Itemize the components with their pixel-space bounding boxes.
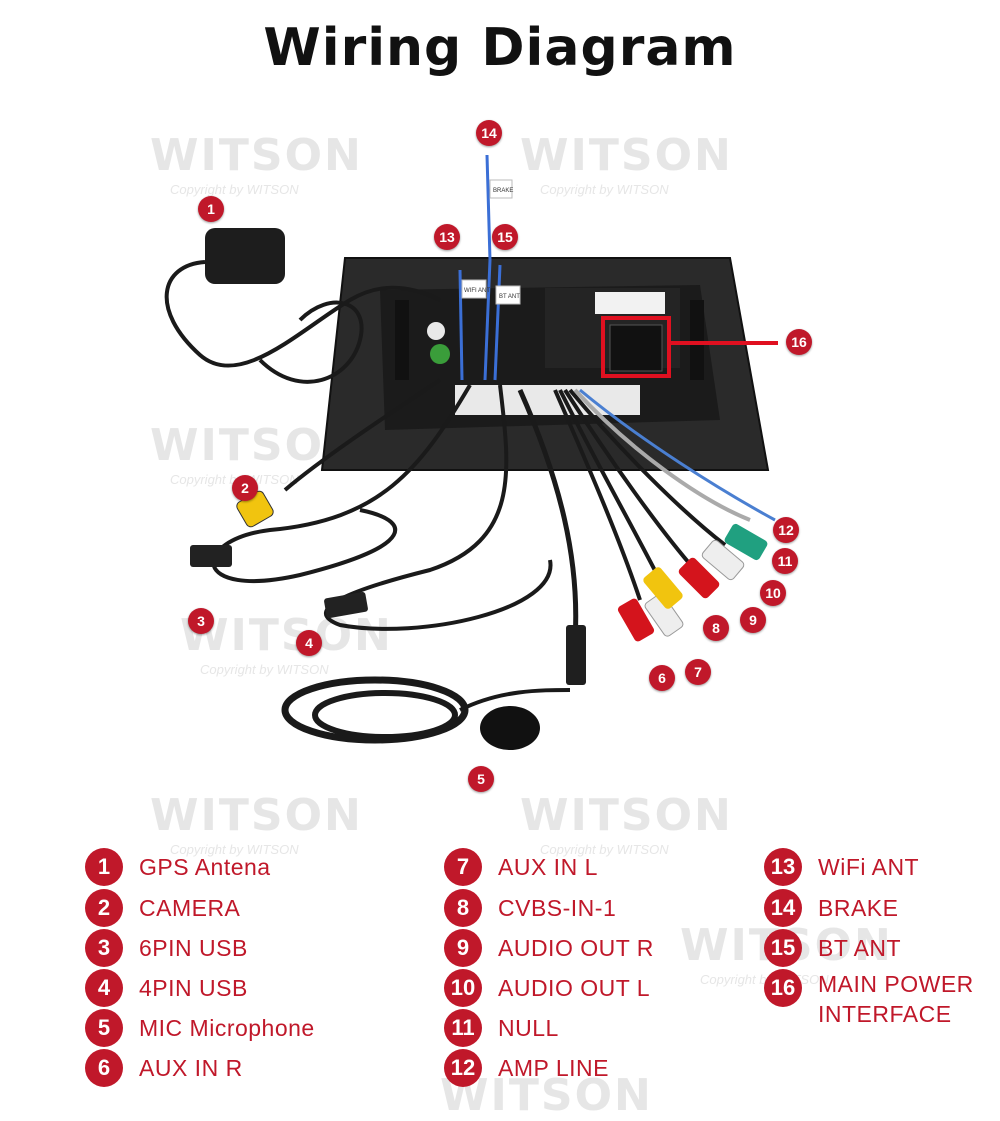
legend-number: 16 <box>764 969 802 1007</box>
legend-number: 12 <box>444 1049 482 1087</box>
watermark: WITSON <box>520 130 733 181</box>
watermark: WITSON <box>520 790 733 841</box>
callout-badge-8: 8 <box>703 615 729 641</box>
legend-label: CVBS-IN-1 <box>498 895 617 921</box>
callout-badge-14: 14 <box>476 120 502 146</box>
legend-item: 4 4PIN USB <box>85 969 248 1007</box>
legend-label: BT ANT <box>818 935 902 961</box>
legend-label: CAMERA <box>139 895 241 921</box>
legend-label: AUX IN R <box>139 1055 243 1081</box>
legend-item: 15 BT ANT <box>764 929 901 967</box>
legend-number: 5 <box>85 1009 123 1047</box>
callout-badge-2: 2 <box>232 475 258 501</box>
callout-badge-6: 6 <box>649 665 675 691</box>
callout-badge-1: 1 <box>198 196 224 222</box>
legend-item: 1 GPS Antena <box>85 848 271 886</box>
legend-item: 3 6PIN USB <box>85 929 248 967</box>
bt-tag: BT ANT <box>499 294 520 300</box>
legend-number: 15 <box>764 929 802 967</box>
watermark: WITSON <box>150 130 363 181</box>
legend-label: BRAKE <box>818 895 899 921</box>
brake-tag: BRAKE <box>493 188 513 194</box>
legend-label: AUDIO OUT L <box>498 975 651 1001</box>
callout-badge-11: 11 <box>772 548 798 574</box>
legend-item: 6 AUX IN R <box>85 1049 243 1087</box>
callout-badge-7: 7 <box>685 659 711 685</box>
watermark-copyright: Copyright by WITSON <box>540 182 669 197</box>
legend-item: 5 MIC Microphone <box>85 1009 315 1047</box>
legend-number: 10 <box>444 969 482 1007</box>
rca-harness <box>553 388 776 642</box>
callout-badge-9: 9 <box>740 607 766 633</box>
legend-item: 11 NULL <box>444 1009 559 1047</box>
legend-number: 14 <box>764 889 802 927</box>
gps-antenna <box>164 228 441 384</box>
legend-number: 11 <box>444 1009 482 1047</box>
legend-number: 8 <box>444 889 482 927</box>
page-title: Wiring Diagram <box>263 18 737 78</box>
watermark-copyright: Copyright by WITSON <box>540 842 669 857</box>
legend-number: 1 <box>85 848 123 886</box>
legend-number: 3 <box>85 929 123 967</box>
callout-badge-16: 16 <box>786 329 812 355</box>
watermark-copyright: Copyright by WITSON <box>200 662 329 677</box>
head-unit <box>320 257 770 471</box>
callout-badge-15: 15 <box>492 224 518 250</box>
legend-label: NULL <box>498 1015 559 1041</box>
legend-number: 13 <box>764 848 802 886</box>
legend-item: 12 AMP LINE <box>444 1049 609 1087</box>
callout-badge-3: 3 <box>188 608 214 634</box>
main-power-highlight <box>601 316 671 378</box>
legend-number: 6 <box>85 1049 123 1087</box>
legend-label: 4PIN USB <box>139 975 248 1001</box>
legend-label: AUDIO OUT R <box>498 935 654 961</box>
watermark-copyright: Copyright by WITSON <box>170 182 299 197</box>
legend-label: GPS Antena <box>139 854 271 880</box>
callout-badge-12: 12 <box>773 517 799 543</box>
legend-label: WiFi ANT <box>818 854 920 880</box>
callout-badge-4: 4 <box>296 630 322 656</box>
legend-item: 10 AUDIO OUT L <box>444 969 650 1007</box>
legend-label: AUX IN L <box>498 854 598 880</box>
legend-number: 9 <box>444 929 482 967</box>
watermark: WITSON <box>150 790 363 841</box>
callout-badge-10: 10 <box>760 580 786 606</box>
wifi-tag: WIFI ANT <box>464 288 490 294</box>
legend-label: MIC Microphone <box>139 1015 315 1041</box>
legend-item: 14 BRAKE <box>764 889 898 927</box>
legend-label: MAIN POWER INTERFACE <box>818 971 974 1027</box>
legend-number: 7 <box>444 848 482 886</box>
legend-item: 16 MAIN POWER INTERFACE <box>764 969 988 1029</box>
legend-item: 9 AUDIO OUT R <box>444 929 654 967</box>
legend-item: 7 AUX IN L <box>444 848 598 886</box>
legend-item: 8 CVBS-IN-1 <box>444 889 616 927</box>
legend-number: 4 <box>85 969 123 1007</box>
watermark: WITSON <box>180 610 393 661</box>
legend-item: 13 WiFi ANT <box>764 848 919 886</box>
legend-number: 2 <box>85 889 123 927</box>
legend-label: 6PIN USB <box>139 935 248 961</box>
legend-label: AMP LINE <box>498 1055 609 1081</box>
callout-badge-5: 5 <box>468 766 494 792</box>
callout-badge-13: 13 <box>434 224 460 250</box>
watermark-copyright: Copyright by WITSON <box>170 842 299 857</box>
legend-item: 2 CAMERA <box>85 889 240 927</box>
